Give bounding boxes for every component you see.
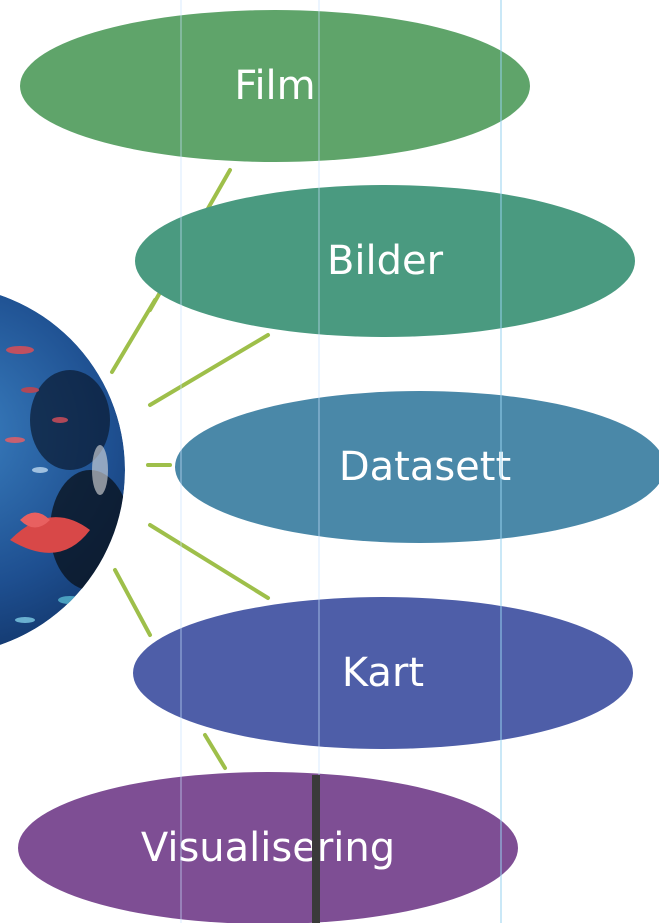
node-bilder[interactable]: Bilder (135, 185, 635, 337)
node-film-shape (20, 10, 530, 162)
node-bilder-label: Bilder (327, 238, 444, 284)
node-visualisering-label: Visualisering (141, 825, 395, 871)
node-film-label: Film (234, 63, 315, 109)
node-bilder-shape (135, 185, 635, 337)
node-datasett-shape (175, 391, 659, 543)
connector-kart (148, 523, 270, 600)
connector-visualisering-2 (203, 733, 227, 770)
connector-film-2 (110, 298, 157, 374)
node-kart-label: Kart (342, 650, 424, 696)
scan-artifact-bar (312, 775, 320, 923)
underwater-fish-photo (0, 285, 125, 655)
node-datasett[interactable]: Datasett (175, 391, 659, 543)
node-film[interactable]: Film (20, 10, 530, 162)
connector-bilder (148, 333, 270, 407)
node-kart-shape (133, 597, 633, 749)
node-datasett-label: Datasett (339, 444, 511, 490)
node-visualisering-shape (18, 772, 518, 923)
node-visualisering[interactable]: Visualisering (18, 772, 518, 923)
connector-visualisering (113, 568, 152, 637)
node-kart[interactable]: Kart (133, 597, 633, 749)
